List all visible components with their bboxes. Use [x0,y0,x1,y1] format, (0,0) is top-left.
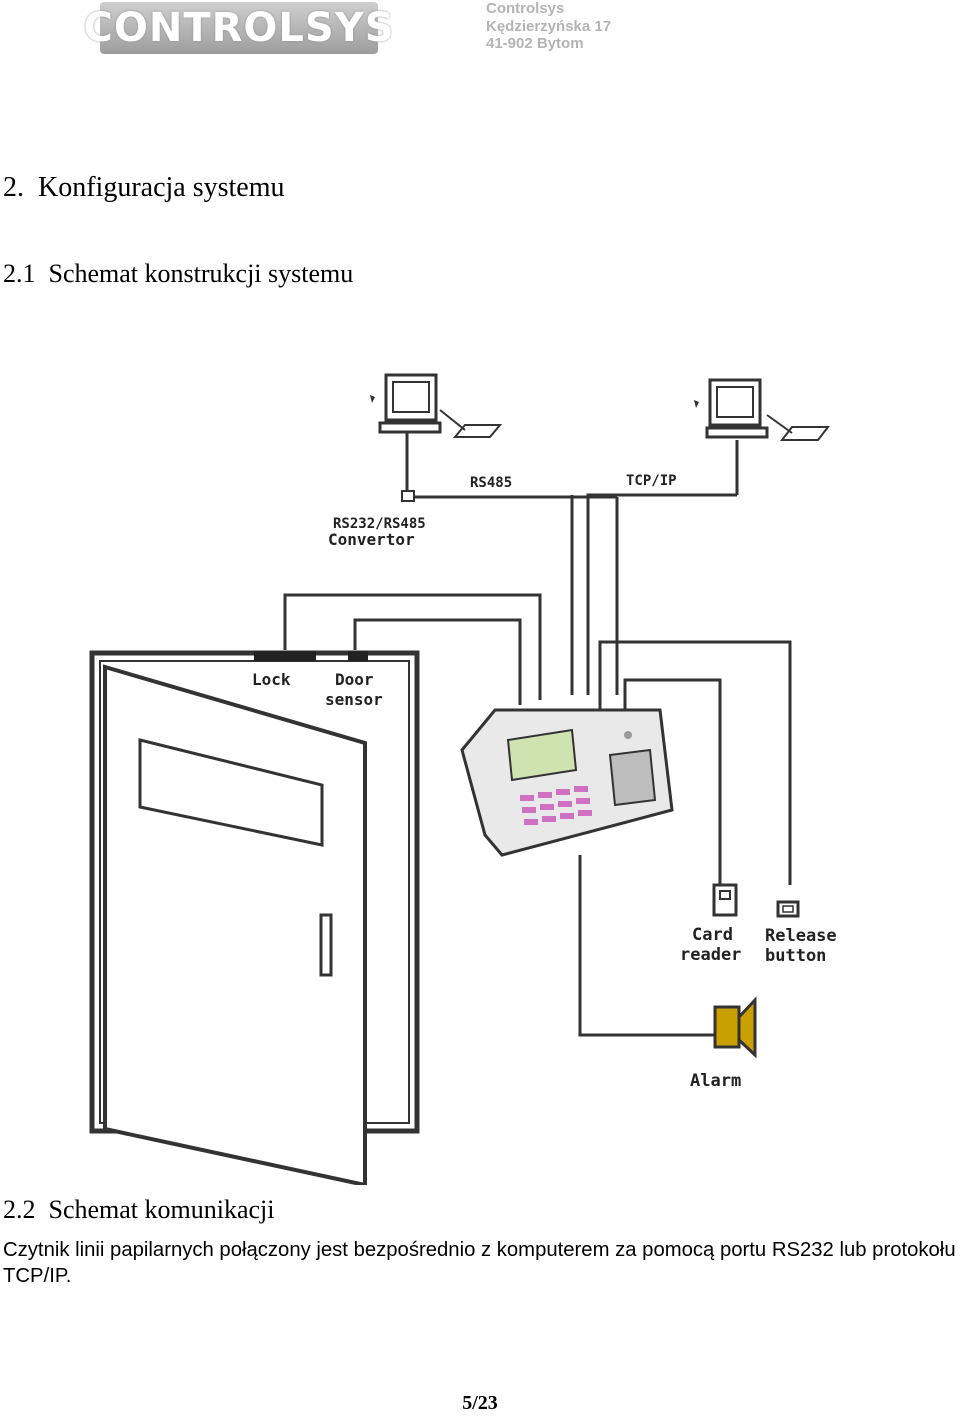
card-reader-icon [712,883,738,917]
company-address: Controlsys Kędzierzyńska 17 41-902 Bytom [486,0,611,53]
keyboard-icon [766,414,831,441]
company-street: Kędzierzyńska 17 [486,17,612,35]
keyboard-icon [439,409,503,438]
computer-icon [370,373,442,434]
door-sensor-label-2: sensor [325,690,383,709]
alarm-label: Alarm [690,1071,741,1091]
release-button-label-1: Release [765,926,837,946]
system-diagram: RS485 TCP/IP RS232/RS485 Convertor Lock … [89,373,837,1185]
door-sensor-label-1: Door [335,670,374,689]
card-reader-label-2: reader [680,945,741,965]
subsection-heading-construction: 2.1 Schemat konstrukcji systemu [3,259,354,288]
lock-label: Lock [252,670,291,689]
page-number: 5/23 [462,1392,498,1414]
converter-label-1: RS232/RS485 [333,516,426,532]
release-button-label-2: button [765,946,826,966]
converter-box [401,490,415,502]
company-logo: CONTROLSYS [84,2,394,54]
computer-icon [694,378,769,439]
card-reader-label-1: Card [692,925,733,945]
company-name: Controlsys [486,0,565,17]
communication-description: Czytnik linii papilarnych połączony jest… [3,1239,956,1287]
subsection-heading-communication: 2.2 Schemat komunikacji [3,1195,275,1224]
company-city: 41-902 Bytom [486,35,584,52]
rs485-label: RS485 [470,475,512,491]
door-icon [89,650,420,1185]
release-button-icon [776,900,800,918]
alarm-speaker-icon [713,996,757,1059]
fingerprint-reader-icon [460,708,674,857]
section-heading: 2. Konfiguracja systemu [3,172,285,203]
tcpip-label: TCP/IP [626,473,677,489]
converter-label-2: Convertor [328,530,415,549]
